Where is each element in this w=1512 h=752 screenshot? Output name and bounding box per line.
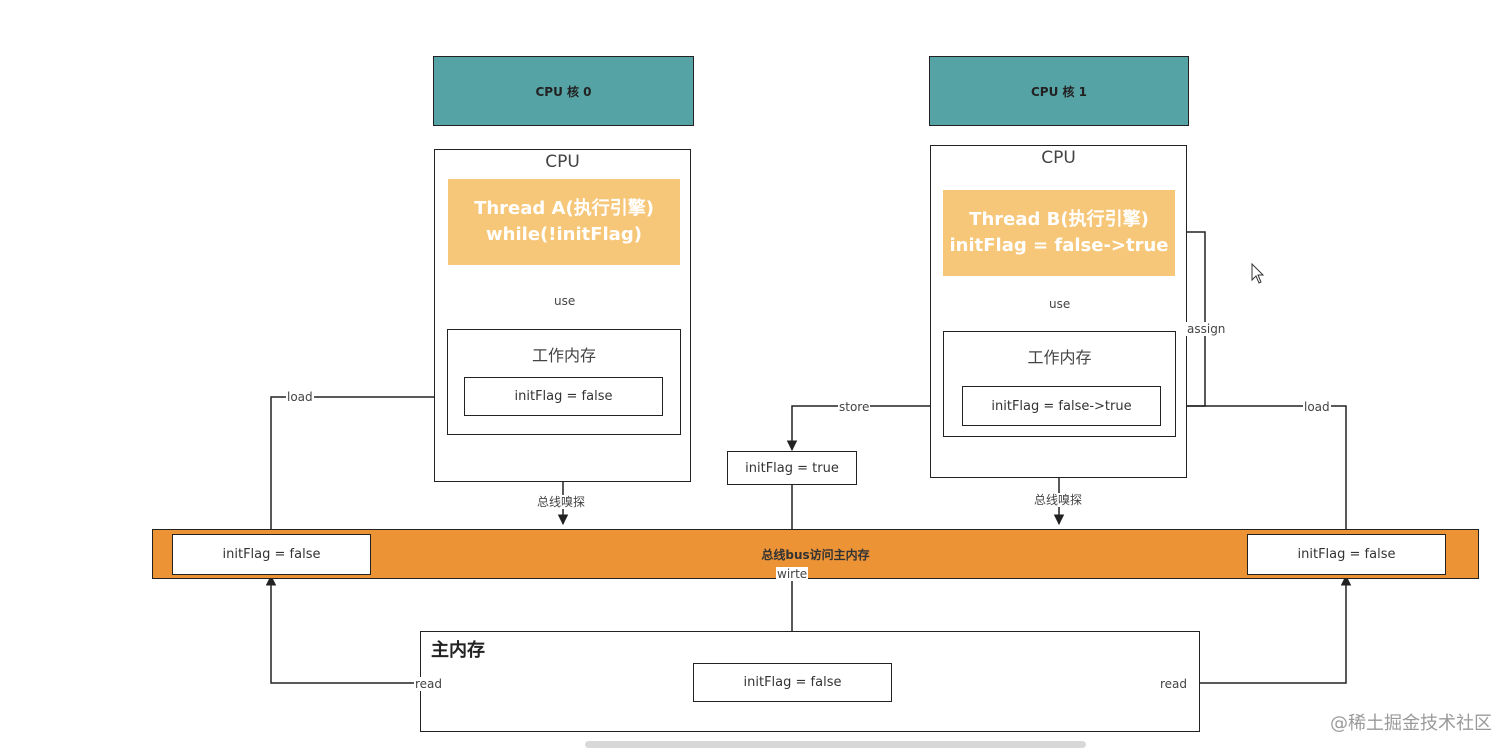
store-label: store [838,400,871,414]
horizontal-scrollbar[interactable] [585,741,1086,748]
working-memory-a-var: initFlag = false [464,377,663,416]
use-label-b: use [1048,297,1072,311]
main-memory-box: 主内存 [420,631,1200,732]
thread-a-line2: while(!initFlag) [486,224,642,245]
thread-b-line2: initFlag = false->true [949,235,1169,256]
main-memory-title: 主内存 [431,640,485,661]
working-memory-b-var: initFlag = false->true [962,386,1161,426]
cpu-b-title: CPU [1041,148,1076,168]
use-label-a: use [553,294,577,308]
assign-label: assign [1186,322,1227,336]
bus-right-var: initFlag = false [1247,534,1446,575]
thread-b-line1: Thread B(执行引擎) [969,209,1149,230]
thread-b-box: Thread B(执行引擎) initFlag = false->true [943,190,1175,276]
read-label-left: read [414,677,444,691]
mouse-cursor-icon [1251,263,1265,284]
main-memory-var: initFlag = false [693,663,892,702]
working-memory-a-title: 工作内存 [531,346,596,365]
store-value-box: initFlag = true [727,451,857,485]
working-memory-b-title: 工作内存 [1027,348,1092,367]
cpu-core-0-box: CPU 核 0 [433,56,694,126]
read-label-right: read [1159,677,1189,691]
write-label: wirte [776,567,809,581]
snoop-label-a: 总线嗅探 [536,495,587,509]
thread-a-line1: Thread A(执行引擎) [474,198,654,219]
load-label-right: load [1303,400,1331,414]
store-arrow [786,405,962,452]
load-arrow-right [1160,400,1347,534]
cpu-core-1-label: CPU 核 1 [1030,84,1088,99]
cpu-core-1-box: CPU 核 1 [929,56,1189,126]
watermark: @稀土掘金技术社区 [1330,713,1492,734]
bus-label: 总线bus访问主内存 [761,547,870,562]
thread-a-box: Thread A(执行引擎) while(!initFlag) [448,179,680,265]
cpu-core-0-label: CPU 核 0 [535,84,592,99]
bus-left-var: initFlag = false [172,534,371,575]
load-label-left: load [286,390,314,404]
load-arrow-left [270,391,465,534]
snoop-label-b: 总线嗅探 [1033,493,1084,507]
cpu-a-title: CPU [545,152,580,172]
